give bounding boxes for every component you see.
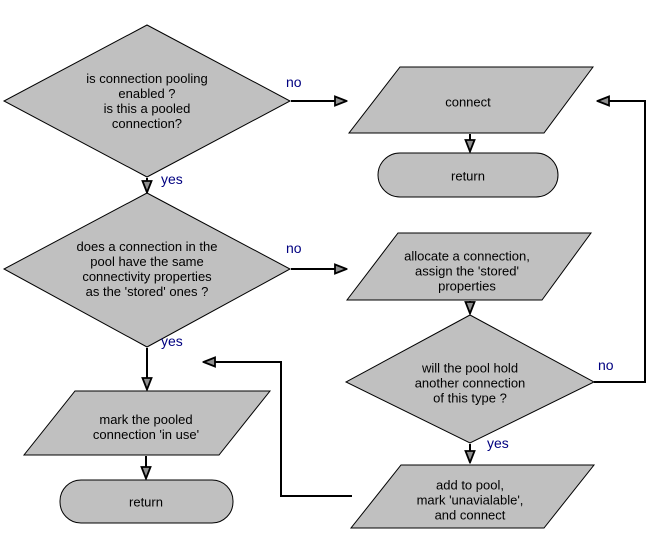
- edge-label-pool-hold-yes: yes: [487, 435, 509, 451]
- node-shape-terminator-return-top: [377, 152, 559, 198]
- node-shape-io-allocate: [345, 232, 592, 301]
- node-text-terminator-return-bottom: return: [129, 494, 163, 510]
- node-shape-io-mark-in-use: [22, 390, 272, 456]
- node-shape-terminator-return-bottom: [59, 479, 234, 524]
- edge-label-pooling-yes: yes: [161, 171, 183, 187]
- node-text-io-allocate: allocate a connection, assign the 'store…: [404, 248, 530, 294]
- node-shape-decision-pool-hold: [344, 314, 596, 444]
- node-text-decision-pool-hold: will the pool hold another connection of…: [414, 360, 526, 406]
- edge-label-pooling-no: no: [286, 74, 302, 90]
- node-shape-io-add-to-pool: [349, 464, 596, 529]
- edge-label-properties-yes: yes: [161, 333, 183, 349]
- node-text-io-add-to-pool: add to pool, mark 'unavialable', and con…: [416, 477, 524, 523]
- node-shape-decision-properties: [2, 192, 292, 348]
- edge-label-pool-hold-no: no: [598, 357, 614, 373]
- edge-add-to-pool-feedback: [204, 362, 352, 497]
- node-text-terminator-return-top: return: [451, 168, 485, 184]
- node-text-decision-properties: does a connection in the pool have the s…: [76, 239, 218, 299]
- node-text-io-mark-in-use: mark the pooled connection 'in use': [92, 412, 200, 442]
- edge-pool-hold-no-loop: [594, 101, 646, 383]
- node-shape-io-connect: [347, 66, 594, 134]
- node-text-decision-pooling: is connection pooling enabled ? is this …: [86, 71, 208, 131]
- edge-label-properties-no: no: [286, 240, 302, 256]
- node-text-io-connect: connect: [445, 94, 491, 110]
- node-shape-decision-pooling: [2, 24, 292, 178]
